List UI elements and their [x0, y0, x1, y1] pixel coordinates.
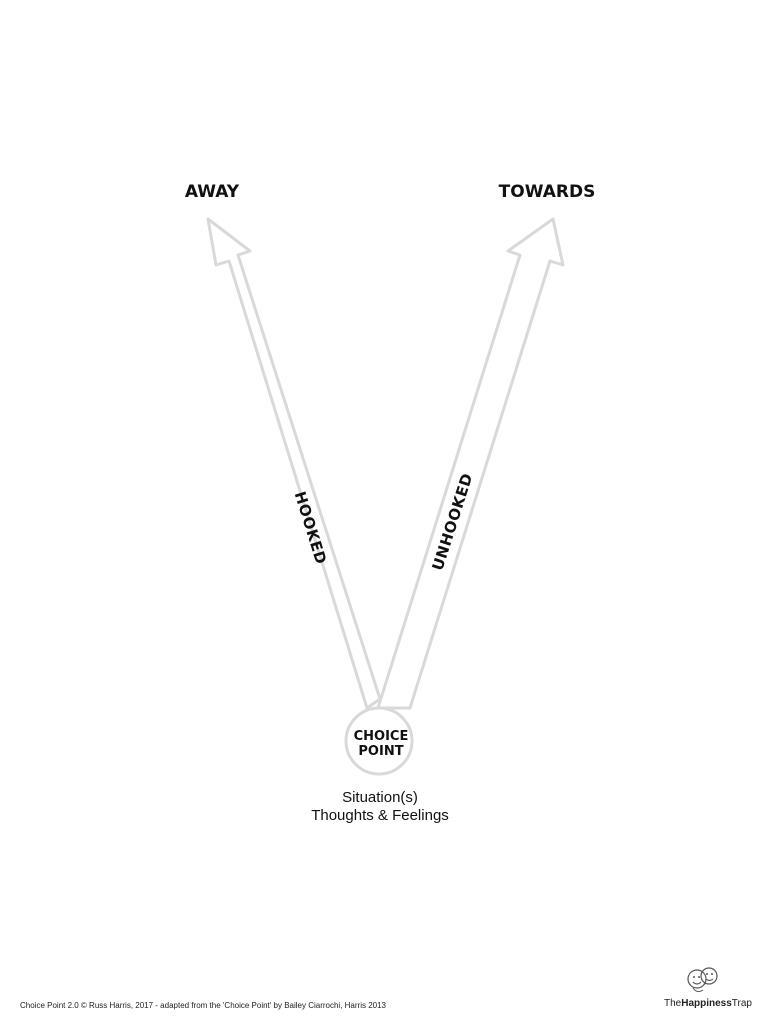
towards-heading: TOWARDS	[499, 182, 596, 202]
thoughts-feelings-label: Thoughts & Feelings	[311, 807, 449, 824]
copyright-credit: Choice Point 2.0 © Russ Harris, 2017 - a…	[20, 1001, 387, 1010]
brand-bold: Happiness	[681, 998, 732, 1009]
choice-point-circle	[344, 706, 414, 776]
brand-suffix: Trap	[731, 998, 752, 1009]
choice-point-label-line1: CHOICE	[354, 729, 409, 744]
towards-arrow	[376, 217, 565, 710]
away-heading: AWAY	[185, 182, 240, 202]
happiness-trap-brand: TheHappinessTrap	[662, 998, 754, 1009]
brand-prefix: The	[663, 998, 682, 1009]
situations-label: Situation(s)	[342, 789, 418, 806]
away-arrow	[206, 217, 382, 710]
choice-point-label-line2: POINT	[358, 744, 403, 759]
smiley-faces-icon	[687, 967, 718, 993]
